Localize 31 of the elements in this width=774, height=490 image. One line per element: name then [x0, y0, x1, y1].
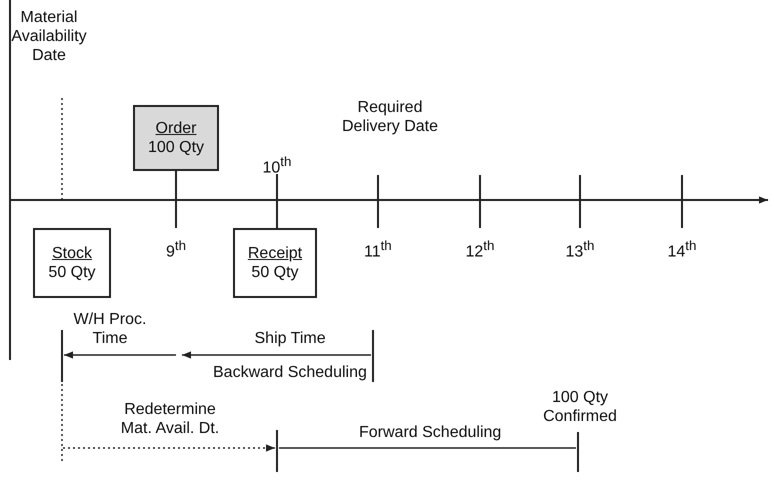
- status-label: 100 Qty Confirmed: [535, 388, 625, 426]
- box-heading: Order: [156, 119, 196, 138]
- dotted-arrow: [63, 444, 275, 452]
- box-heading: Stock: [52, 244, 92, 263]
- edge-label: Ship Time: [254, 329, 326, 348]
- tick-bar: [61, 330, 63, 382]
- scheduling-line: [279, 447, 576, 449]
- tick-bar: [276, 430, 278, 472]
- tick-label: 13$^{th}$: [566, 237, 594, 262]
- stock-box: [33, 228, 111, 298]
- tick-label: 14$^{th}$: [668, 237, 696, 262]
- tick-label: 10$^{th}$: [262, 153, 292, 178]
- date-label: Required Delivery Date: [340, 98, 440, 136]
- tick-label: 12$^{th}$: [466, 237, 494, 262]
- quantity-text: 100 Qty: [148, 138, 204, 157]
- box-heading: Receipt: [248, 244, 302, 263]
- tick-bar: [372, 330, 374, 382]
- edge-label: W/H Proc. Time: [72, 310, 148, 348]
- quantity-text: 50 Qty: [48, 263, 96, 282]
- tick-bar: [577, 432, 579, 472]
- tick-label: 11$^{th}$: [364, 237, 392, 262]
- order-box: [133, 105, 219, 171]
- caption-text: Backward Scheduling: [213, 363, 367, 382]
- date-label: Material Availability Date: [8, 8, 90, 65]
- receipt-box: [233, 228, 317, 298]
- edge-label: Forward Scheduling: [359, 423, 502, 442]
- edge-label: Redetermine Mat. Avail. Dt.: [120, 400, 220, 438]
- arrow: [182, 351, 371, 359]
- quantity-text: 50 Qty: [251, 263, 299, 282]
- arrow: [64, 351, 176, 359]
- tick-label: 9$^{th}$: [166, 237, 186, 262]
